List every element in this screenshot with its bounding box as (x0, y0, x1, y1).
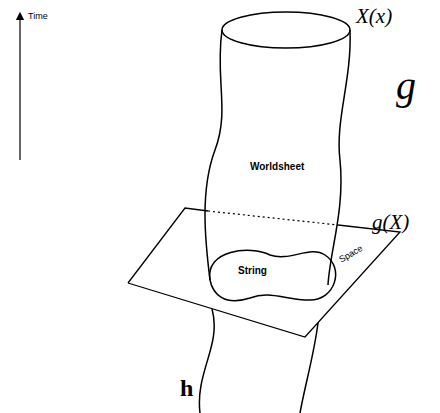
handwritten-symbol: g (396, 66, 416, 106)
math-label: h (180, 376, 193, 400)
string-loop (210, 250, 336, 300)
tube-top (222, 12, 350, 48)
math-label: g(X) (372, 212, 409, 233)
plane-edge (128, 208, 208, 283)
math-label: X(x) (356, 6, 392, 27)
worldsheet-side (328, 30, 350, 285)
time-arrow (19, 16, 20, 160)
worldsheet-side (205, 30, 222, 280)
plane-edge (128, 225, 400, 337)
axis-label: Time (28, 12, 48, 21)
hidden-plane-edge (208, 211, 338, 225)
worldsheet-side (199, 309, 214, 413)
worldsheet-side (300, 323, 318, 413)
space-plane (128, 208, 400, 337)
part-label: String (238, 266, 267, 276)
part-label: Worldsheet (250, 162, 304, 172)
